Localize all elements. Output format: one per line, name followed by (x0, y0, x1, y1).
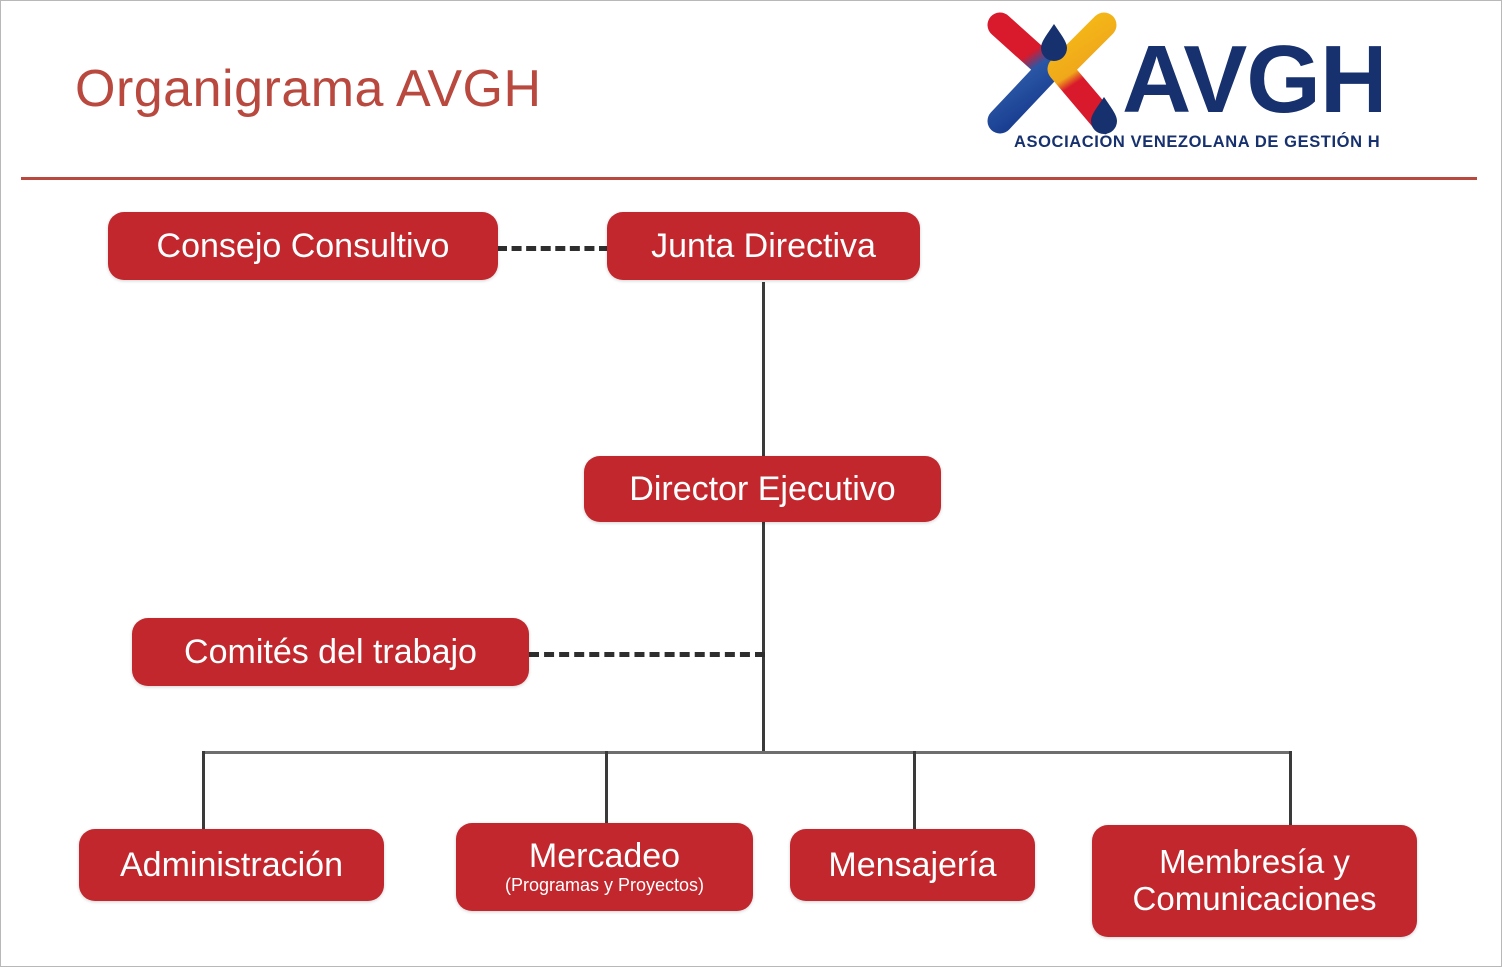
node-label: Comités del trabajo (184, 632, 477, 671)
edge-bus-mensajeria (913, 751, 916, 833)
node-label: Director Ejecutivo (629, 469, 896, 508)
header-divider (21, 177, 1477, 180)
node-director-ejecutivo[interactable]: Director Ejecutivo (584, 456, 941, 522)
node-label: Mercadeo (528, 837, 681, 876)
avgh-logo: AVGH ASOCIACIÓN VENEZOLANA DE GESTIÓN HU… (976, 9, 1381, 154)
node-consejo-consultivo[interactable]: Consejo Consultivo (108, 212, 498, 280)
logo-chevron-right-icon (987, 12, 1062, 134)
edge-bus-horizontal (202, 751, 1292, 754)
edge-bus-administracion (202, 751, 205, 833)
logo-chevron-left-icon (1047, 12, 1117, 134)
node-label: Membresía y Comunicaciones (1132, 843, 1377, 917)
page-title: Organigrama AVGH (75, 60, 542, 118)
edge-consejo-junta (497, 246, 609, 251)
node-label: Administración (120, 845, 343, 884)
edge-director-comites (529, 652, 765, 657)
logo-droplet-icon (1041, 24, 1117, 134)
node-label: Consejo Consultivo (156, 226, 450, 265)
logo-wordmark: AVGH (1122, 26, 1381, 133)
edge-bus-mercadeo (605, 751, 608, 833)
node-label: Mensajería (828, 845, 997, 884)
node-mensajeria[interactable]: Mensajería (790, 829, 1035, 901)
node-label: Junta Directiva (651, 226, 876, 265)
node-administracion[interactable]: Administración (79, 829, 384, 901)
edge-bus-membresia (1289, 751, 1292, 833)
node-sublabel: (Programas y Proyectos) (504, 874, 705, 895)
logo-tagline: ASOCIACIÓN VENEZOLANA DE GESTIÓN HUMANA (1014, 132, 1381, 151)
node-comites-del-trabajo[interactable]: Comités del trabajo (132, 618, 529, 686)
node-mercadeo[interactable]: Mercadeo (Programas y Proyectos) (456, 823, 753, 911)
node-junta-directiva[interactable]: Junta Directiva (607, 212, 920, 280)
node-membresia-comunicaciones[interactable]: Membresía y Comunicaciones (1092, 825, 1417, 937)
